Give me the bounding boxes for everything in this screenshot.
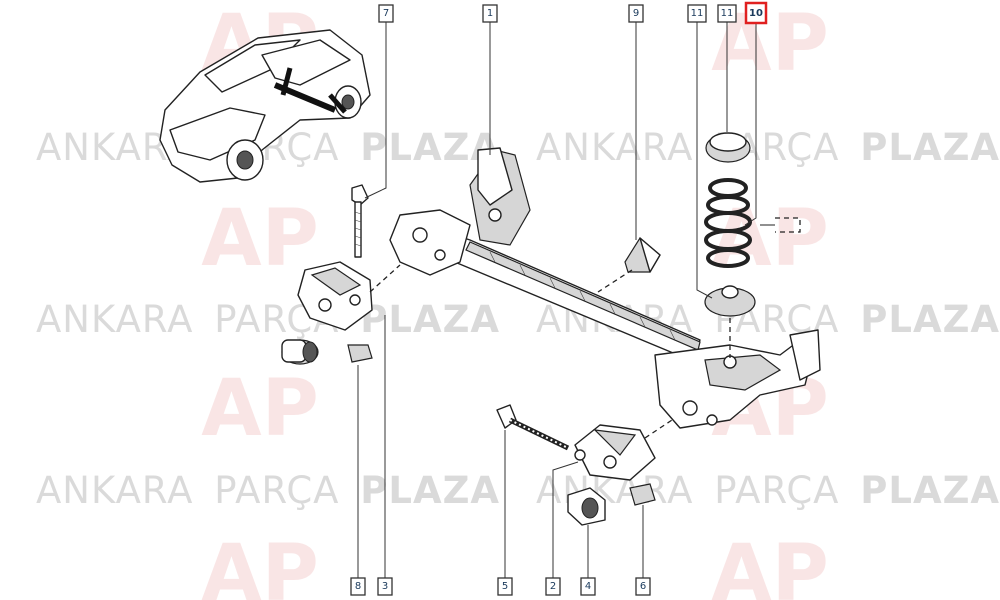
silent-block-bush-left: [281, 339, 319, 365]
svg-text:11: 11: [721, 8, 734, 19]
callout-6[interactable]: 6: [635, 577, 651, 596]
svg-text:6: 6: [640, 581, 646, 592]
upper-spring-seat: [705, 132, 751, 163]
callout-7[interactable]: 7: [378, 4, 394, 23]
svg-text:4: 4: [585, 581, 591, 592]
nut-6: [629, 483, 656, 506]
callout-2[interactable]: 2: [545, 577, 561, 596]
left-mounting-bracket: [297, 261, 373, 331]
svg-text:9: 9: [633, 8, 639, 19]
svg-text:ANKARA PARÇA P: ANKARA PARÇA PLAZA: [36, 298, 500, 341]
assembly-line-left: [369, 264, 401, 293]
svg-text:AP: AP: [711, 529, 829, 600]
nut-8: [347, 344, 373, 363]
callout-11-upper-seat[interactable]: 11: [717, 4, 737, 23]
spring-reference-bracket: [760, 217, 801, 233]
callout-11-lower-seat[interactable]: 11: [687, 4, 707, 23]
leader-lines: [357, 22, 757, 578]
lower-spring-seat: [704, 285, 756, 317]
silent-block-bush-right: [567, 487, 606, 526]
callout-4[interactable]: 4: [580, 577, 596, 596]
watermark-layer: AP AP AP AP AP AP AP AP ANKARA PARÇA PLA…: [36, 0, 1000, 600]
right-mounting-bracket: [574, 424, 656, 481]
coil-spring: [704, 178, 752, 268]
svg-text:5: 5: [502, 581, 508, 592]
bolt-5: [496, 404, 570, 451]
svg-text:AP: AP: [711, 194, 829, 284]
svg-text:8: 8: [355, 581, 361, 592]
svg-text:10: 10: [749, 8, 763, 19]
svg-text:1: 1: [487, 8, 493, 19]
assembly-line-right: [644, 419, 673, 439]
bump-stop: [624, 237, 661, 273]
assembly-line-bump-stop: [597, 269, 633, 293]
svg-text:11: 11: [691, 8, 704, 19]
svg-text:AP: AP: [201, 364, 319, 454]
callout-8[interactable]: 8: [350, 577, 366, 596]
svg-text:ANKARA PARÇA P: ANKARA PARÇA PLAZA: [36, 469, 500, 512]
watermark-logo: AP AP AP AP AP AP AP AP: [201, 0, 829, 600]
callout-10-highlighted[interactable]: 10: [744, 1, 768, 25]
svg-text:AP: AP: [201, 194, 319, 284]
svg-text:2: 2: [550, 581, 556, 592]
svg-text:3: 3: [382, 581, 388, 592]
callout-9[interactable]: 9: [628, 4, 644, 23]
svg-text:ANKARA PARÇA P: ANKARA PARÇA PLAZA: [536, 126, 1000, 169]
callout-3[interactable]: 3: [377, 577, 393, 596]
bolt-7: [351, 184, 369, 258]
car-location-thumbnail: [159, 29, 371, 183]
callout-5[interactable]: 5: [497, 577, 513, 596]
svg-text:7: 7: [383, 8, 389, 19]
rear-axle-beam: [389, 147, 821, 429]
callout-1[interactable]: 1: [482, 4, 498, 23]
svg-text:AP: AP: [201, 529, 319, 600]
